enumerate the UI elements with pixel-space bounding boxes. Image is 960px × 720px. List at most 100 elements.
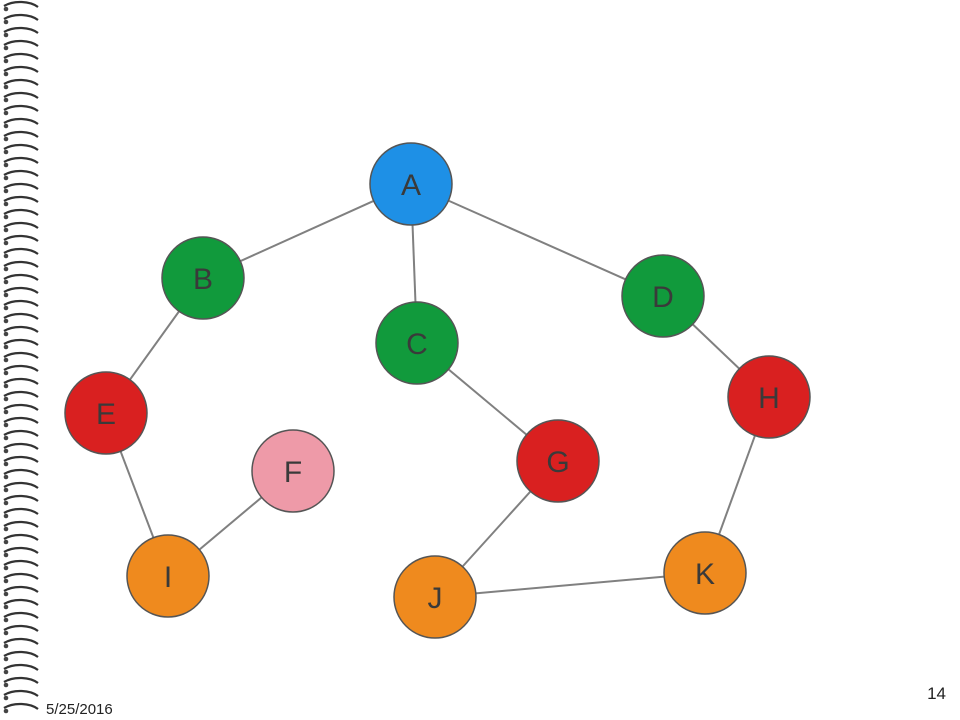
- node-circle: [64, 371, 148, 455]
- node-g: G: [516, 419, 600, 503]
- binding-hole: [3, 409, 9, 415]
- node-label: G: [546, 446, 569, 479]
- node-label: K: [695, 558, 715, 591]
- binding-hole: [3, 383, 9, 389]
- node-a: A: [369, 142, 453, 226]
- binding-coil: [3, 247, 39, 255]
- binding-coil: [3, 117, 39, 125]
- binding-coil: [3, 416, 39, 424]
- binding-coil: [3, 338, 39, 346]
- binding-hole: [3, 175, 9, 181]
- binding-hole: [3, 669, 9, 675]
- node-j: J: [393, 555, 477, 639]
- binding-coil: [3, 650, 39, 658]
- binding-coil: [3, 221, 39, 229]
- node-f: F: [251, 429, 335, 513]
- spiral-binding: [3, 0, 39, 714]
- binding-coil: [3, 156, 39, 164]
- node-circle: [663, 531, 747, 615]
- binding-coil: [3, 234, 39, 242]
- binding-coil: [3, 26, 39, 34]
- binding-coil: [3, 481, 39, 489]
- edge-j-k: [434, 572, 706, 598]
- binding-coil: [3, 364, 39, 372]
- binding-hole: [3, 708, 9, 714]
- binding-coil: [3, 572, 39, 580]
- binding-hole: [3, 71, 9, 77]
- binding-coil: [3, 351, 39, 359]
- binding-hole: [3, 630, 9, 636]
- binding-hole: [3, 461, 9, 467]
- binding-hole: [3, 396, 9, 402]
- node-c: C: [375, 301, 459, 385]
- binding-coil: [3, 429, 39, 437]
- binding-hole: [3, 318, 9, 324]
- binding-hole: [3, 331, 9, 337]
- binding-coil: [3, 494, 39, 502]
- binding-coil: [3, 325, 39, 333]
- binding-coil: [3, 273, 39, 281]
- node-i: I: [126, 534, 210, 618]
- node-label: A: [401, 169, 421, 202]
- binding-coil: [3, 676, 39, 684]
- binding-hole: [3, 357, 9, 363]
- node-b: B: [161, 236, 245, 320]
- binding-coil: [3, 130, 39, 138]
- binding-coil: [3, 143, 39, 151]
- binding-coil: [3, 52, 39, 60]
- binding-hole: [3, 552, 9, 558]
- binding-coil: [3, 91, 39, 99]
- binding-hole: [3, 448, 9, 454]
- binding-hole: [3, 227, 9, 233]
- binding-coil: [3, 689, 39, 697]
- node-circle: [161, 236, 245, 320]
- binding-coil: [3, 442, 39, 450]
- node-e: E: [64, 371, 148, 455]
- binding-coil: [3, 39, 39, 47]
- binding-coil: [3, 195, 39, 203]
- binding-hole: [3, 266, 9, 272]
- binding-hole: [3, 487, 9, 493]
- binding-coil: [3, 546, 39, 554]
- binding-hole: [3, 422, 9, 428]
- binding-hole: [3, 500, 9, 506]
- slide-date: 5/25/2016: [46, 701, 113, 718]
- node-k: K: [663, 531, 747, 615]
- binding-coil: [3, 637, 39, 645]
- node-circle: [621, 254, 705, 338]
- node-circle: [375, 301, 459, 385]
- binding-hole: [3, 253, 9, 259]
- binding-hole: [3, 344, 9, 350]
- binding-coil: [3, 507, 39, 515]
- binding-hole: [3, 474, 9, 480]
- binding-coil: [3, 702, 39, 710]
- binding-hole: [3, 162, 9, 168]
- binding-hole: [3, 279, 9, 285]
- binding-hole: [3, 643, 9, 649]
- binding-coil: [3, 598, 39, 606]
- binding-hole: [3, 513, 9, 519]
- binding-hole: [3, 370, 9, 376]
- binding-hole: [3, 97, 9, 103]
- binding-coil: [3, 533, 39, 541]
- binding-coil: [3, 377, 39, 385]
- node-label: I: [164, 561, 172, 594]
- binding-hole: [3, 578, 9, 584]
- binding-coil: [3, 403, 39, 411]
- binding-hole: [3, 305, 9, 311]
- binding-coil: [3, 312, 39, 320]
- binding-coil: [3, 585, 39, 593]
- binding-hole: [3, 6, 9, 12]
- binding-coil: [3, 520, 39, 528]
- node-circle: [516, 419, 600, 503]
- node-label: E: [96, 398, 116, 431]
- node-label: J: [428, 582, 443, 615]
- node-circle: [126, 534, 210, 618]
- binding-hole: [3, 656, 9, 662]
- binding-hole: [3, 214, 9, 220]
- node-circle: [369, 142, 453, 226]
- binding-coil: [3, 208, 39, 216]
- binding-hole: [3, 136, 9, 142]
